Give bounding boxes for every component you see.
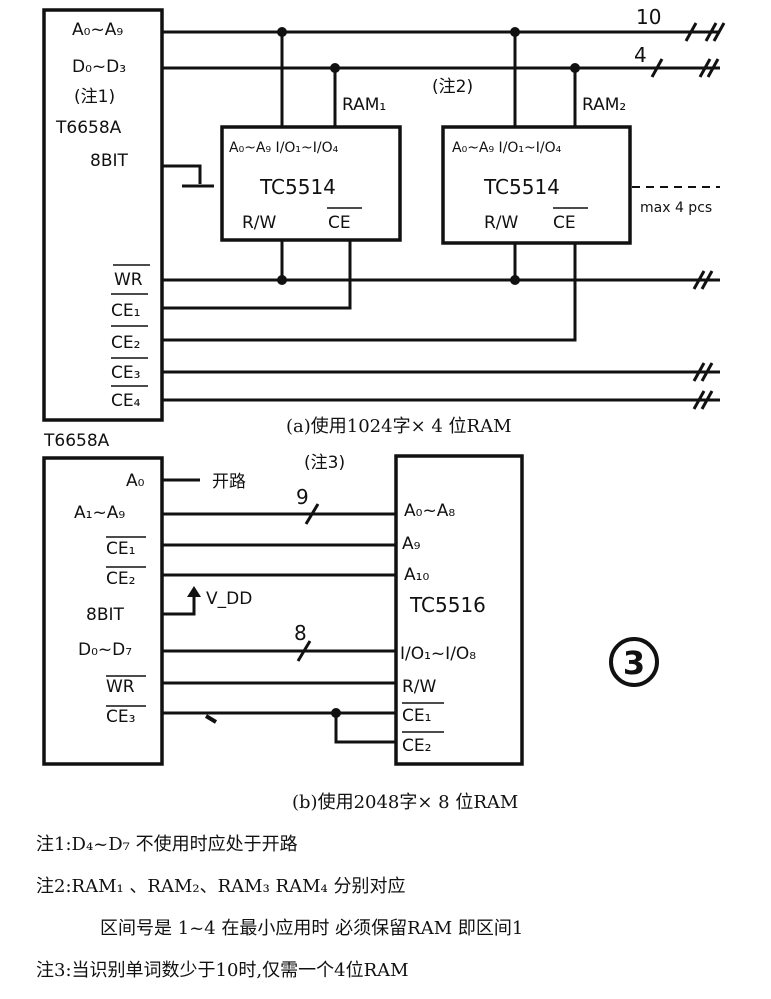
pin-ce1-a: CE₁ [111, 301, 140, 321]
ram1-pins-top: A₀~A₉ I/O₁~I/O₄ [229, 140, 339, 156]
ram1-chip [220, 125, 402, 242]
bus-slash-8 [296, 640, 312, 662]
note-2-cont: 区间号是 1~4 在最小应用时 必须保留RAM 即区间1 [100, 918, 523, 939]
ram1-name: RAM₁ [342, 95, 386, 115]
bus-break-5 [692, 270, 706, 290]
note3-ref: (注3) [304, 453, 345, 473]
8bit-wire-a [162, 164, 202, 184]
pin-addr-a: A₀~A₉ [72, 20, 123, 40]
chip-name-a: T6658A [55, 118, 122, 138]
bus-break-10 [700, 390, 714, 410]
pin-ce4-a: CE₄ [111, 391, 141, 411]
note1-ref: (注1) [74, 87, 115, 107]
pin-data-b: D₀~D₇ [78, 640, 132, 660]
ram2-model: TC5514 [483, 175, 560, 199]
ram2-name: RAM₂ [582, 95, 626, 115]
bus-break-3 [698, 58, 712, 78]
pin-wr-a: WR [114, 270, 143, 290]
junction-dot [277, 275, 287, 285]
t6658a-chip-a [42, 8, 164, 422]
bus-break-2 [712, 22, 726, 42]
chip-name-below: T6658A [43, 431, 110, 451]
pin-ce1-b: CE₁ [106, 539, 135, 559]
ram2-pins-top: A₀~A₉ I/O₁~I/O₄ [452, 140, 562, 156]
ram-model-b: TC5516 [409, 593, 486, 617]
pin-ce2-a: CE₂ [111, 333, 140, 353]
pin-wr-b: WR [106, 677, 135, 697]
ram-pin-io: I/O₁~I/O₈ [400, 644, 476, 664]
figure-number-circle [609, 637, 659, 687]
junction-dot [330, 63, 340, 73]
ram2-ce: CE [553, 213, 576, 233]
ram-pin-ce1: CE₁ [402, 706, 431, 726]
max-pcs-label: max 4 pcs [640, 200, 712, 216]
vdd-label: V_DD [206, 589, 252, 609]
pin-a0-b: A₀ [126, 471, 145, 491]
ram1-ce: CE [328, 213, 351, 233]
bus-break-4 [706, 58, 720, 78]
ram-pin-a10: A₁₀ [404, 565, 429, 585]
bus-slash-10 [684, 22, 698, 42]
ram2-rw: R/W [484, 213, 519, 233]
bus-break-1 [704, 22, 718, 42]
ram2-chip [441, 125, 632, 245]
note-3: 注3:当识别单词数少于10时,仅需一个4位RAM [36, 960, 409, 981]
pin-addr-b: A₁~A₉ [74, 503, 125, 523]
bus-slash-4 [650, 58, 664, 78]
ink-mark [204, 714, 218, 724]
ce1-line-a [162, 240, 352, 310]
open-circuit-label: 开路 [212, 472, 246, 492]
ce2-line-a [162, 243, 577, 342]
figure-number: 3 [623, 644, 645, 682]
note2-ref: (注2) [432, 77, 473, 97]
vdd-arrow [187, 586, 201, 597]
ram-pin-ce2: CE₂ [402, 736, 431, 756]
pin-8bit-b: 8BIT [86, 605, 124, 625]
bus-break-8 [700, 362, 714, 382]
bus-width-10: 10 [636, 5, 661, 29]
pin-data-a: D₀~D₃ [72, 57, 126, 77]
pin-ce2-b: CE₂ [106, 569, 135, 589]
note-2: 注2:RAM₁ 、RAM₂、RAM₃ RAM₄ 分别对应 [36, 876, 405, 897]
bus-width-9: 9 [296, 485, 309, 509]
ram-pin-addr: A₀~A₈ [404, 501, 455, 521]
tc5516-chip [394, 454, 524, 766]
note-1: 注1:D₄~D₇ 不使用时应处于开路 [36, 834, 298, 855]
junction-dot [510, 275, 520, 285]
caption-a: (a)使用1024字× 4 位RAM [286, 416, 512, 437]
junction-dot [277, 27, 287, 37]
8bit-vdd-wire [162, 594, 196, 616]
junction-dot [510, 27, 520, 37]
ce3-to-ce2 [334, 713, 396, 744]
bus-break-7 [692, 362, 706, 382]
caption-b: (b)使用2048字× 8 位RAM [292, 792, 518, 813]
pin-8bit-a: 8BIT [90, 151, 128, 171]
pin-ce3-a: CE₃ [111, 363, 140, 383]
bus-width-4: 4 [634, 43, 647, 67]
pin-ce3-b: CE₃ [106, 707, 135, 727]
bus-break-6 [700, 270, 714, 290]
bus-slash-9 [304, 503, 320, 525]
ram-pin-rw: R/W [402, 677, 437, 697]
ram-pin-a9: A₉ [402, 534, 421, 554]
junction-dot [570, 63, 580, 73]
bus-width-8: 8 [294, 621, 307, 645]
bus-break-9 [692, 390, 706, 410]
t6658a-chip-b [42, 456, 164, 766]
ram1-model: TC5514 [259, 175, 336, 199]
ram1-rw: R/W [242, 213, 277, 233]
